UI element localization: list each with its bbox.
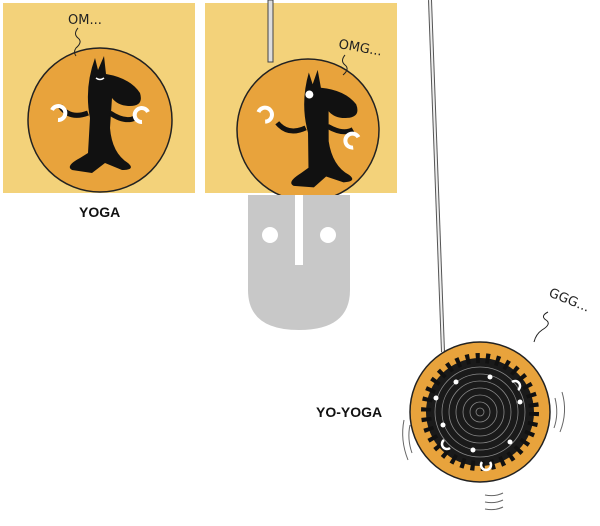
horseshoe-icon	[50, 104, 68, 122]
speech-squiggle	[533, 311, 549, 343]
caption-yoga: YOGA	[79, 204, 121, 220]
caption-yo-yoga: YO-YOGA	[316, 404, 383, 420]
horseshoe-icon	[479, 461, 493, 472]
grey-mask-shape	[248, 195, 350, 330]
yoyo-string	[267, 0, 274, 63]
horseshoe-icon	[343, 131, 361, 150]
wide-eye	[305, 90, 314, 99]
speech-ggg: GGG...	[547, 286, 592, 316]
horseshoe-icon	[440, 439, 451, 451]
speech-squiggle	[342, 54, 348, 76]
meditating-horse	[50, 56, 150, 173]
panel-yoga: OM...	[3, 3, 195, 193]
horseshoe-icon	[132, 106, 150, 124]
speech-om: OM...	[68, 13, 102, 28]
startled-horse	[256, 67, 363, 191]
panel-omg: OMG...	[205, 0, 397, 202]
horseshoe-icon	[256, 105, 274, 124]
closed-eye	[95, 77, 105, 81]
horseshoe-icon	[511, 379, 522, 391]
spinning-yoyo: GGG...	[402, 0, 592, 511]
speech-squiggle	[74, 27, 81, 57]
motion-lines	[402, 391, 566, 511]
